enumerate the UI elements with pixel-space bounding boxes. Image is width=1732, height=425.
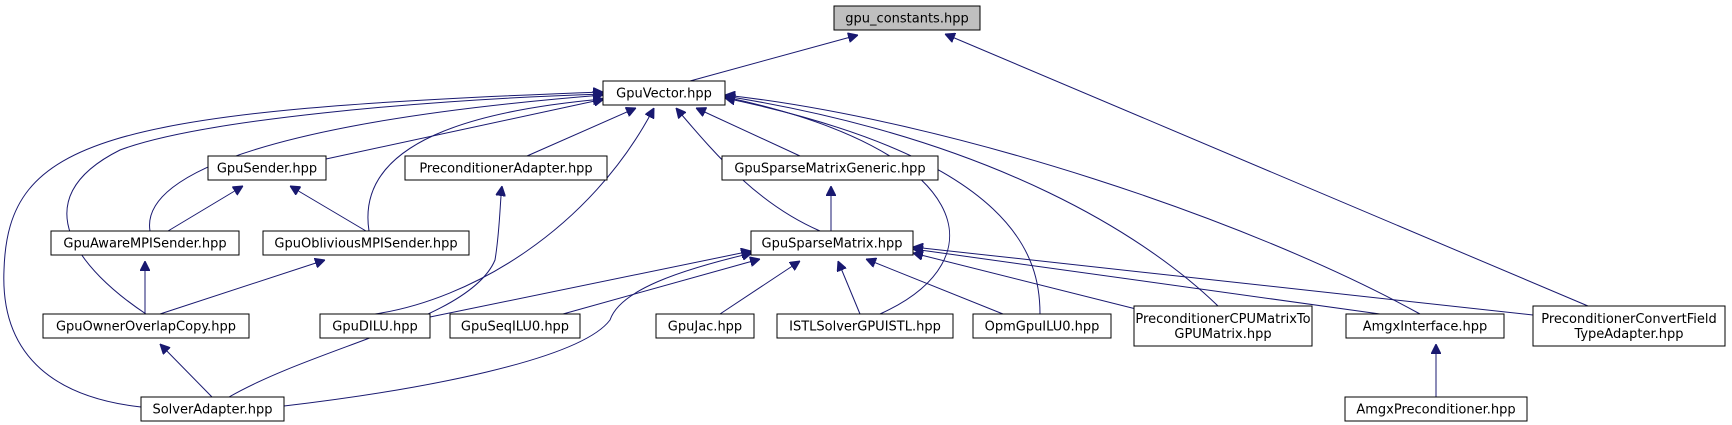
node-istlsolver[interactable]: ISTLSolverGPUISTL.hpp [776, 313, 954, 339]
node-box [655, 313, 755, 339]
node-box [1133, 305, 1313, 347]
node-label: gpu_constants.hpp [845, 12, 968, 27]
node-label: GpuDILU.hpp [332, 320, 417, 335]
node-sparsegeneric[interactable]: GpuSparseMatrixGeneric.hpp [721, 155, 939, 181]
edge-awarempi-to-gpusender [167, 186, 243, 232]
node-label: GpuOwnerOverlapCopy.hpp [56, 320, 236, 335]
node-amgxprecond[interactable]: AmgxPreconditioner.hpp [1344, 396, 1528, 422]
edge-gpuvector-to-gpu_constants [689, 35, 858, 82]
node-box [750, 230, 914, 256]
edge-gpusender-to-gpuvector [325, 99, 604, 160]
node-label: GpuObliviousMPISender.hpp [274, 237, 457, 252]
node-box [776, 313, 954, 339]
edge-gpujac-to-sparsematrix [719, 261, 800, 315]
edge-amgxinterface-to-gpuvector [725, 95, 1421, 315]
edge-cpumatrix-to-sparsematrix [913, 253, 1141, 311]
edge-seqilu0-to-sparsematrix [562, 259, 760, 315]
node-label: AmgxInterface.hpp [1363, 320, 1488, 335]
node-label: GpuVector.hpp [616, 87, 712, 102]
edges-layer [3, 34, 1589, 408]
edge-cpumatrix-to-gpuvector [725, 96, 1219, 307]
node-owneroverlap[interactable]: GpuOwnerOverlapCopy.hpp [42, 313, 250, 339]
node-box [602, 80, 726, 106]
edge-solveradapter-to-precondadapter [228, 186, 502, 398]
edge-solveradapter-to-sparsematrix [283, 253, 752, 407]
node-gpujac[interactable]: GpuJac.hpp [655, 313, 755, 339]
node-label: PreconditionerCPUMatrixTo [1135, 312, 1310, 327]
node-solveradapter[interactable]: SolverAdapter.hpp [140, 396, 285, 422]
node-seqilu0[interactable]: GpuSeqILU0.hpp [449, 313, 581, 339]
node-awarempi[interactable]: GpuAwareMPISender.hpp [50, 230, 240, 256]
node-precondadapter[interactable]: PreconditionerAdapter.hpp [404, 155, 608, 181]
node-label: TypeAdapter.hpp [1573, 327, 1683, 342]
node-gpuvector[interactable]: GpuVector.hpp [602, 80, 726, 106]
edge-opmilu0-to-sparsematrix [866, 259, 1004, 315]
edge-obliviousmpi-to-gpusender [290, 186, 367, 232]
edge-istlsolver-to-gpuvector [725, 97, 950, 315]
node-label: GpuAwareMPISender.hpp [63, 237, 226, 252]
node-box [972, 313, 1112, 339]
node-box [140, 396, 285, 422]
node-box [833, 5, 981, 31]
edge-owneroverlap-to-gpuvector [66, 94, 603, 315]
node-gpu_constants[interactable]: gpu_constants.hpp [833, 5, 981, 31]
edge-amgxinterface-to-sparsematrix [913, 249, 1381, 315]
node-box [721, 155, 939, 181]
edge-dilu-to-sparsematrix [429, 251, 751, 318]
node-convertfield[interactable]: PreconditionerConvertFieldTypeAdapter.hp… [1532, 305, 1726, 347]
edge-obliviousmpi-to-gpuvector [367, 99, 603, 232]
node-box [50, 230, 240, 256]
edge-solveradapter-to-owneroverlap [160, 344, 213, 398]
node-label: PreconditionerAdapter.hpp [419, 162, 592, 177]
node-label: AmgxPreconditioner.hpp [1356, 403, 1515, 418]
node-box [404, 155, 608, 181]
edge-awarempi-to-gpuvector [149, 95, 603, 232]
node-box [319, 313, 431, 339]
edge-sparsegeneric-to-gpuvector [696, 108, 801, 157]
node-box [1344, 396, 1528, 422]
edge-precondadapter-to-gpuvector [526, 108, 636, 157]
node-amgxinterface[interactable]: AmgxInterface.hpp [1345, 313, 1505, 339]
node-label: GPUMatrix.hpp [1174, 327, 1271, 342]
node-label: PreconditionerConvertField [1541, 312, 1717, 327]
node-label: SolverAdapter.hpp [152, 403, 272, 418]
node-label: ISTLSolverGPUISTL.hpp [789, 320, 941, 335]
node-label: GpuSeqILU0.hpp [461, 320, 569, 335]
node-label: GpuSparseMatrixGeneric.hpp [734, 162, 925, 177]
node-box [42, 313, 250, 339]
node-box [207, 155, 327, 181]
node-box [449, 313, 581, 339]
node-label: GpuSparseMatrix.hpp [762, 237, 903, 252]
edge-istlsolver-to-sparsematrix [838, 261, 861, 315]
node-label: GpuSender.hpp [217, 162, 317, 177]
node-box [1345, 313, 1505, 339]
node-obliviousmpi[interactable]: GpuObliviousMPISender.hpp [262, 230, 470, 256]
nodes-layer: gpu_constants.hppGpuVector.hppGpuSender.… [42, 5, 1726, 422]
edge-convertfield-to-gpu_constants [945, 34, 1589, 307]
node-dilu[interactable]: GpuDILU.hpp [319, 313, 431, 339]
edge-opmilu0-to-gpuvector [725, 98, 1041, 315]
edge-convertfield-to-sparsematrix [913, 247, 1534, 316]
edge-owneroverlap-to-obliviousmpi [159, 260, 325, 315]
node-box [1532, 305, 1726, 347]
edge-dilu-to-gpuvector [374, 108, 654, 315]
node-gpusender[interactable]: GpuSender.hpp [207, 155, 327, 181]
node-box [262, 230, 470, 256]
node-opmilu0[interactable]: OpmGpuILU0.hpp [972, 313, 1112, 339]
node-sparsematrix[interactable]: GpuSparseMatrix.hpp [750, 230, 914, 256]
node-label: OpmGpuILU0.hpp [985, 320, 1100, 335]
node-label: GpuJac.hpp [668, 320, 742, 335]
edge-solveradapter-to-gpuvector [3, 92, 603, 408]
